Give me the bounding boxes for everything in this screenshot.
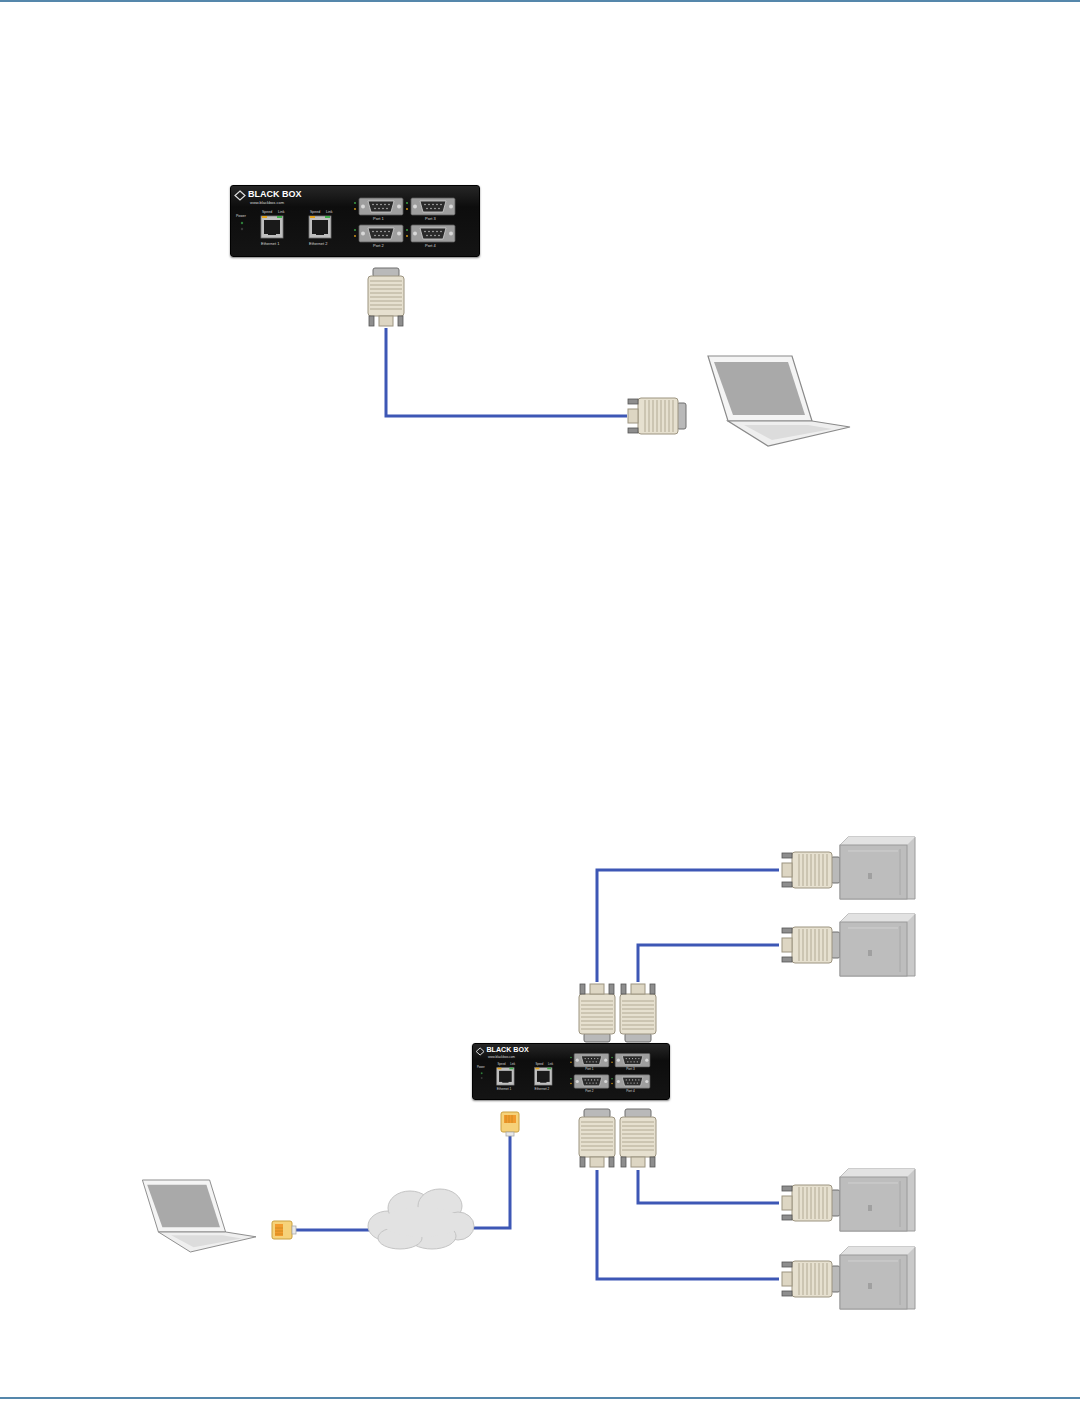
panel-label: Speed — [497, 1064, 505, 1067]
panel-label: www.blackbox.com — [488, 1056, 515, 1059]
db9-connector — [782, 1261, 840, 1297]
panel-label: Ethernet 1 — [497, 1088, 512, 1091]
laptop-icon — [708, 356, 850, 446]
panel-label: Port 3 — [626, 1068, 634, 1071]
panel-label: Port 4 — [425, 244, 436, 248]
panel-label: Port 2 — [585, 1090, 593, 1093]
db9-connector — [620, 984, 656, 1042]
panel-label: Link — [326, 211, 332, 215]
db9-connector — [620, 1109, 656, 1167]
panel-label: Speed — [262, 211, 272, 215]
server-icon — [840, 914, 915, 976]
panel-label: Ethernet 2 — [309, 242, 327, 246]
server-icon — [840, 837, 915, 899]
brand-logo: BLACK BOX — [248, 190, 302, 199]
rj45-plug — [272, 1221, 296, 1239]
network-cloud — [368, 1189, 474, 1249]
rj45-plug — [501, 1112, 519, 1136]
serial-cable — [292, 870, 779, 1279]
panel-label: Power — [477, 1067, 485, 1070]
db9-connector — [628, 398, 686, 434]
server-icon — [840, 1169, 915, 1231]
db9-connector — [782, 852, 840, 888]
server-icon — [840, 1247, 915, 1309]
db9-connector — [579, 984, 615, 1042]
console-server: BLACK BOX www.blackbox.comPower Speed LinkE… — [230, 185, 480, 257]
db9-connector — [782, 927, 840, 963]
panel-label: www.blackbox.com — [250, 201, 284, 205]
serial-cable — [386, 328, 627, 416]
page-rule — [0, 0, 1080, 2]
db9-connector — [368, 268, 404, 326]
panel-label: Port 4 — [626, 1090, 634, 1093]
panel-label: Speed — [310, 211, 320, 215]
panel-label: Link — [510, 1064, 515, 1067]
panel-label: Power — [236, 215, 246, 219]
laptop-icon — [142, 1180, 256, 1252]
panel-label: Port 1 — [585, 1068, 593, 1071]
network-cloud-fill — [382, 1207, 462, 1237]
db9-connector — [782, 1185, 840, 1221]
page-rule — [0, 1397, 1080, 1399]
panel-label: Link — [548, 1064, 553, 1067]
panel-label: Port 1 — [373, 217, 384, 221]
console-server: BLACK BOX www.blackbox.comPower Speed LinkE… — [472, 1043, 670, 1100]
panel-label: Ethernet 2 — [535, 1088, 550, 1091]
panel-label: Port 3 — [425, 217, 436, 221]
panel-label: Ethernet 1 — [261, 242, 279, 246]
brand-logo: BLACK BOX — [486, 1047, 528, 1054]
db9-connector — [579, 1109, 615, 1167]
panel-label: Speed — [535, 1064, 543, 1067]
panel-label: Link — [278, 211, 284, 215]
panel-label: Port 2 — [373, 244, 384, 248]
